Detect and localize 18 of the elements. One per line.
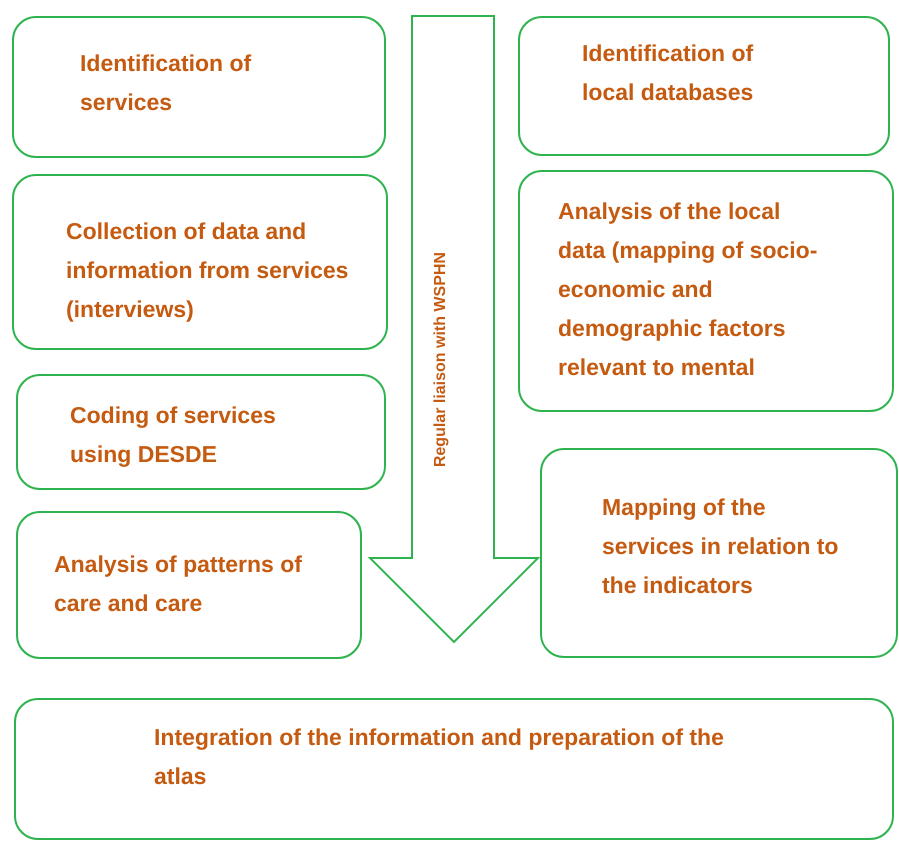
process-box: [16, 511, 362, 659]
box-text: Coding of services using DESDE: [70, 401, 277, 469]
box-text: Mapping of the services in relation to the indicators: [602, 493, 840, 600]
process-box: [518, 170, 894, 412]
process-box: [540, 448, 898, 658]
box-text: Analysis of the local data (mapping of socio-economic and demographic factors relevant to mental: [558, 197, 818, 382]
process-box: [14, 698, 894, 840]
process-box: [518, 16, 890, 156]
process-box: [16, 374, 386, 490]
arrow-label: Regular liaison with WSPHN: [432, 252, 450, 468]
box-text: Identification of local databases: [582, 39, 754, 107]
box-text: Collection of data and information from services (interviews): [66, 217, 350, 324]
process-box: [12, 16, 386, 158]
box-text: Identification of services: [80, 49, 252, 117]
process-box: [12, 174, 388, 350]
box-text: Integration of the information and preparation of the atlas: [154, 723, 725, 791]
box-text: Analysis of patterns of care and care: [54, 550, 303, 618]
down-arrow-shape: [370, 16, 538, 642]
